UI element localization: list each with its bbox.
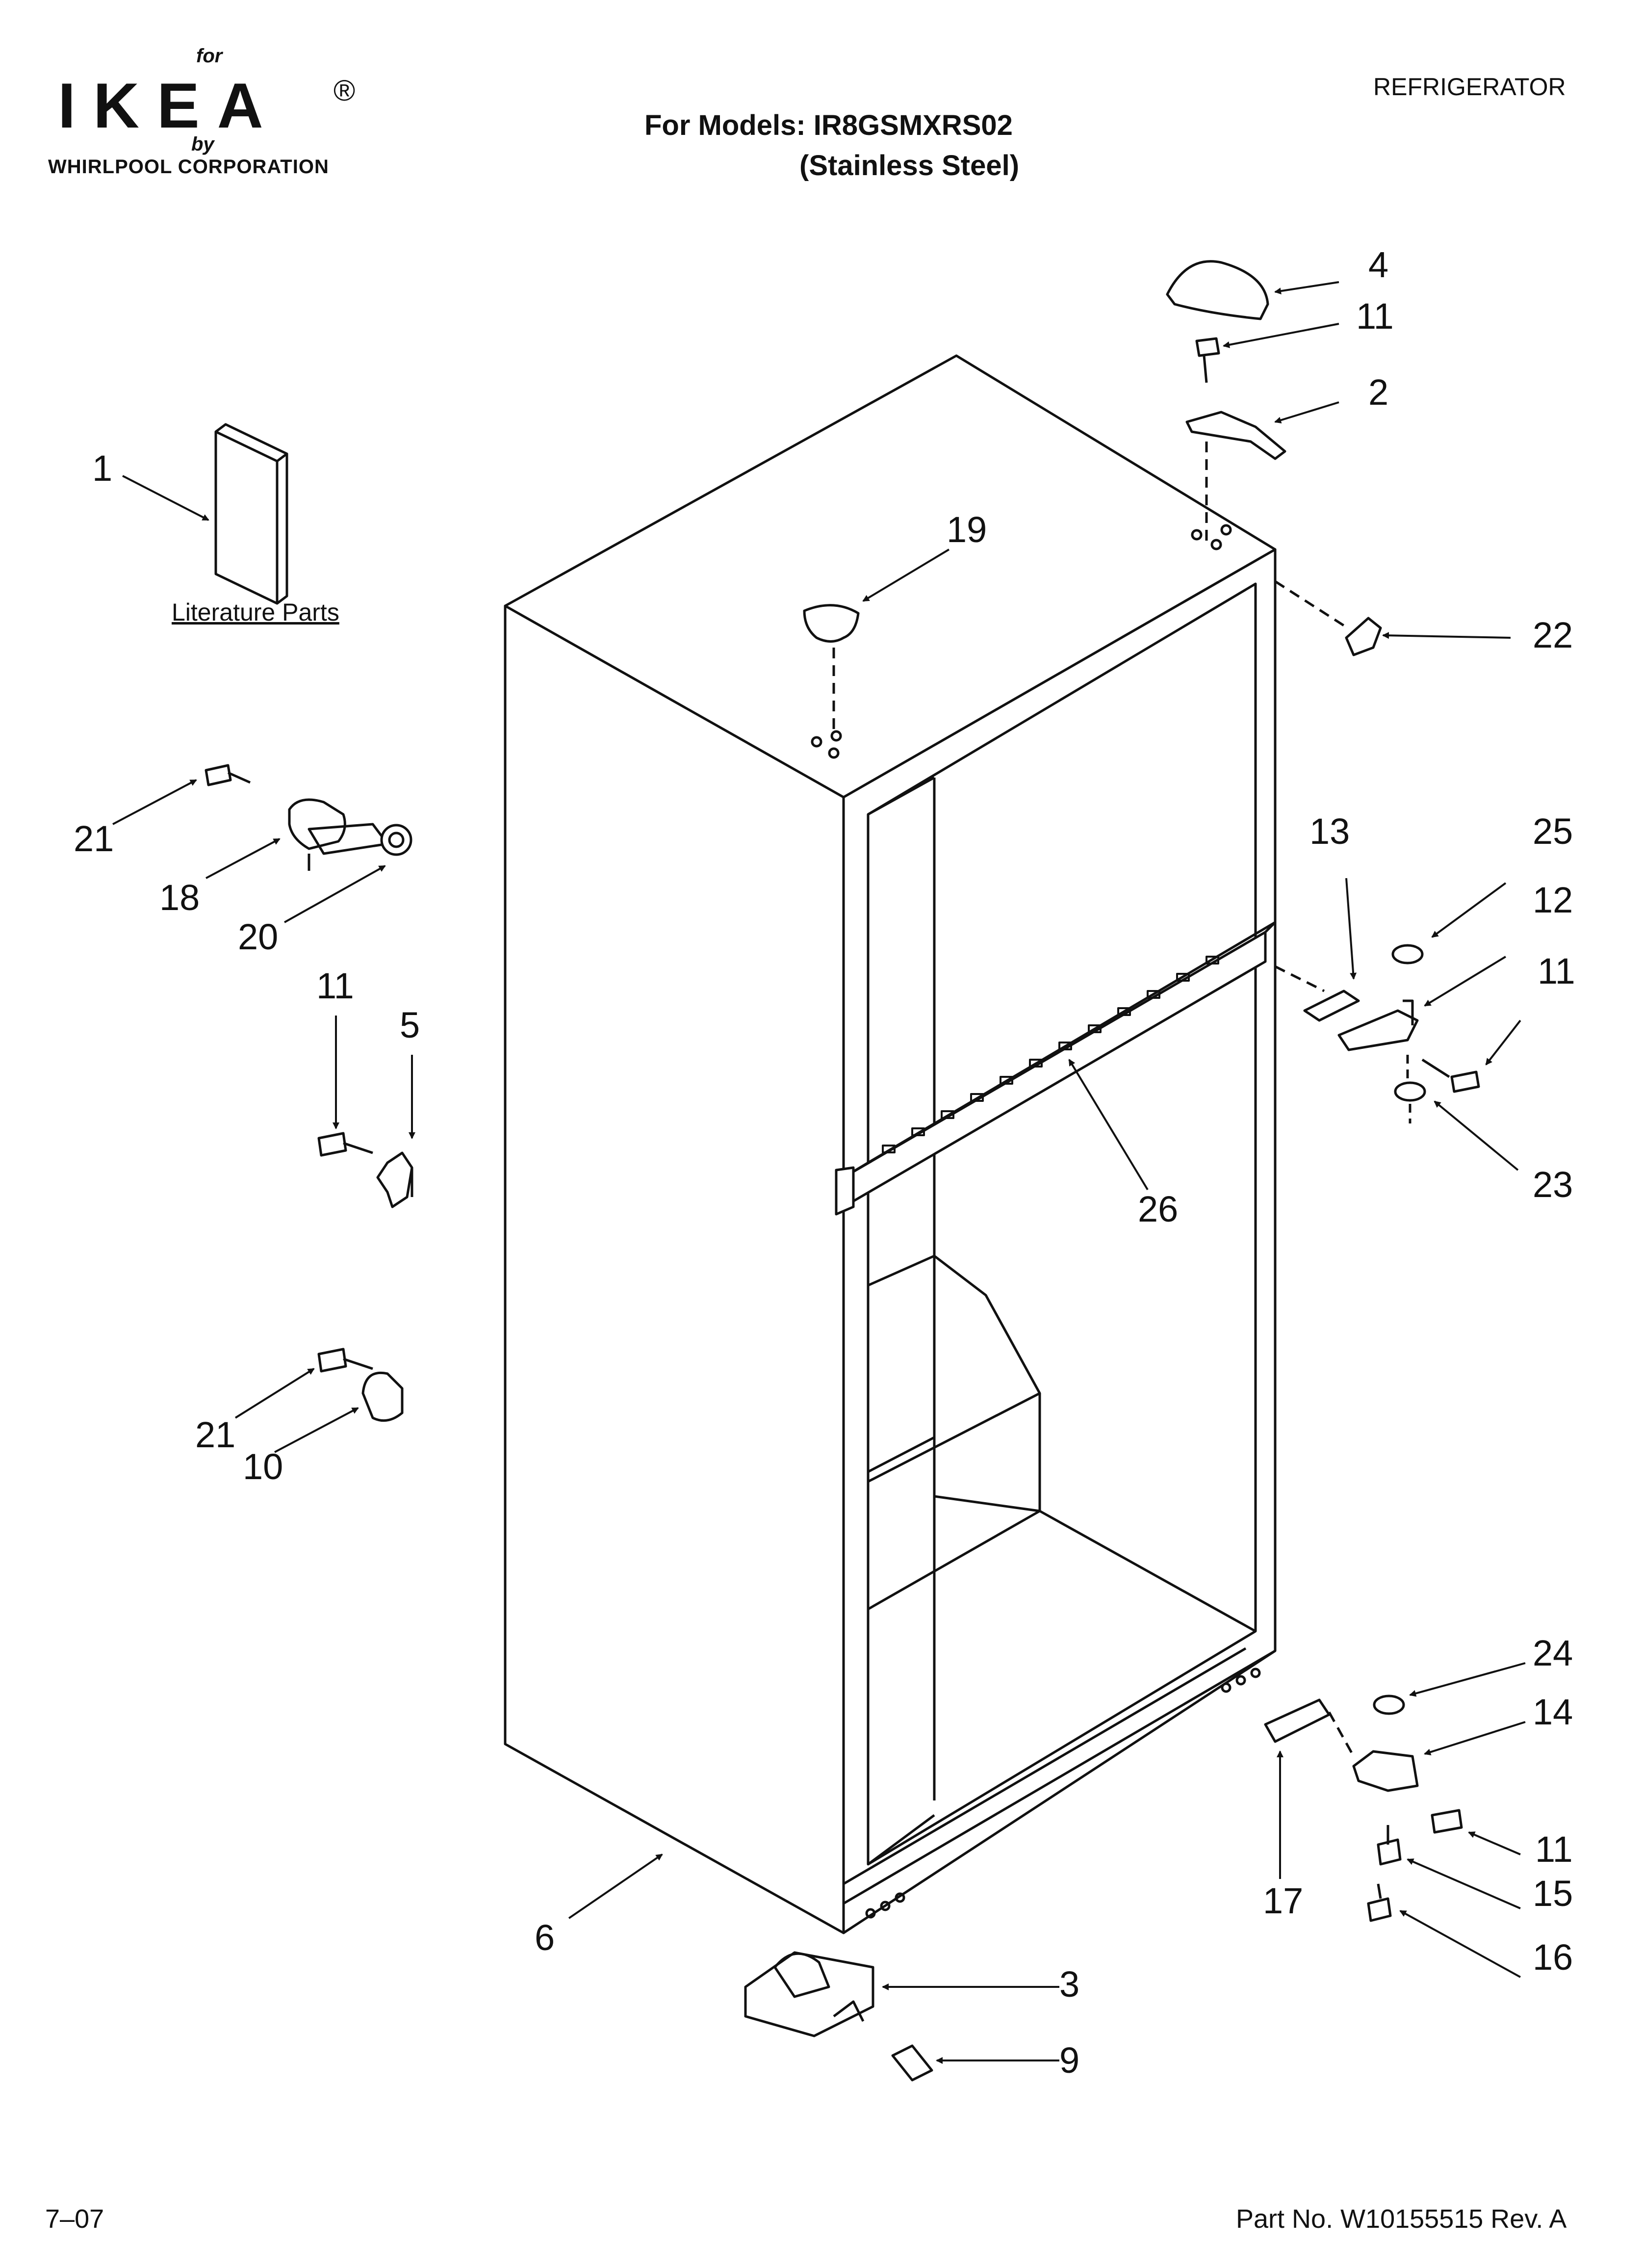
hinge-spacer-part [1303, 990, 1360, 1022]
callout-19: 19 [947, 509, 987, 550]
callout-11: 11 [316, 965, 354, 1006]
callout-4: 4 [1368, 244, 1388, 285]
washer-part [380, 824, 412, 856]
stop-bracket-part [288, 798, 389, 871]
callout-1: 1 [92, 448, 112, 489]
callout-14: 14 [1533, 1692, 1573, 1732]
leveler-plate-part [1264, 1698, 1331, 1743]
registered-mark: ® [334, 74, 356, 107]
hinge-washer-lower [1373, 1694, 1405, 1715]
bottom-hinge-part [1352, 1750, 1419, 1792]
handle-clip-part [361, 1371, 404, 1422]
top-hinge-part [1185, 411, 1286, 460]
hinge-screw-right [1421, 1058, 1480, 1093]
callout-15: 15 [1533, 1873, 1573, 1914]
top-plug-part [803, 604, 860, 643]
callout-9: 9 [1059, 2040, 1079, 2081]
callout-21: 21 [74, 818, 114, 859]
callout-24: 24 [1533, 1633, 1573, 1673]
callout-11: 11 [1538, 951, 1575, 991]
door-stop-part [376, 1151, 413, 1208]
callout-13: 13 [1309, 811, 1350, 852]
ikea-logo: IKEA [58, 70, 281, 141]
callout-2: 2 [1368, 372, 1388, 413]
bottom-washer-part [1394, 1081, 1426, 1102]
callout-26: 26 [1138, 1189, 1178, 1229]
shoulder-screw-lower [317, 1348, 373, 1373]
models-variant: (Stainless Steel) [799, 150, 1020, 182]
models-title: For Models: IR8GSMXRS02 [644, 109, 1013, 141]
brand-by-text: by [191, 133, 214, 155]
refrigerator-cabinet [504, 354, 1277, 1934]
callout-6: 6 [535, 1917, 555, 1958]
callout-12: 12 [1533, 880, 1573, 920]
hinge-screw-left [317, 1132, 373, 1157]
leveling-screw-part [891, 2044, 933, 2082]
center-hinge-part [1337, 999, 1419, 1051]
callout-16: 16 [1533, 1937, 1573, 1978]
document-category: REFRIGERATOR [1373, 73, 1566, 101]
literature-booklet [214, 423, 288, 605]
brand-for-text: for [196, 45, 223, 67]
hinge-cap-part [1166, 260, 1269, 320]
brand-corporation: WHIRLPOOL CORPORATION [48, 156, 329, 178]
divider-bar-part [835, 921, 1277, 1216]
hinge-screw-top [1195, 337, 1220, 383]
top-washer-part [1391, 944, 1424, 965]
callout-23: 23 [1533, 1164, 1573, 1205]
callout-5: 5 [400, 1005, 420, 1045]
callout-3: 3 [1059, 1964, 1079, 2005]
callout-18: 18 [159, 877, 200, 918]
leader-arrows [112, 281, 1526, 2064]
callout-22: 22 [1533, 615, 1573, 655]
callout-25: 25 [1533, 811, 1573, 852]
footer-part-number: Part No. W10155515 Rev. A [1236, 2204, 1567, 2234]
footer-date: 7–07 [45, 2204, 104, 2234]
callout-11: 11 [1356, 296, 1394, 337]
hinge-bolt-part [1367, 1883, 1392, 1922]
hinge-pin-part [1377, 1825, 1402, 1866]
callout-11: 11 [1535, 1829, 1573, 1870]
callout-17: 17 [1263, 1880, 1303, 1921]
callout-20: 20 [238, 916, 278, 957]
shoulder-screw-part [205, 764, 251, 786]
roller-assembly-part [744, 1951, 874, 2037]
literature-parts-label: Literature Parts [172, 599, 339, 626]
hinge-screw-lower [1431, 1809, 1463, 1834]
callout-21: 21 [195, 1414, 235, 1455]
callout-10: 10 [243, 1446, 283, 1487]
clip-part [1345, 617, 1382, 656]
